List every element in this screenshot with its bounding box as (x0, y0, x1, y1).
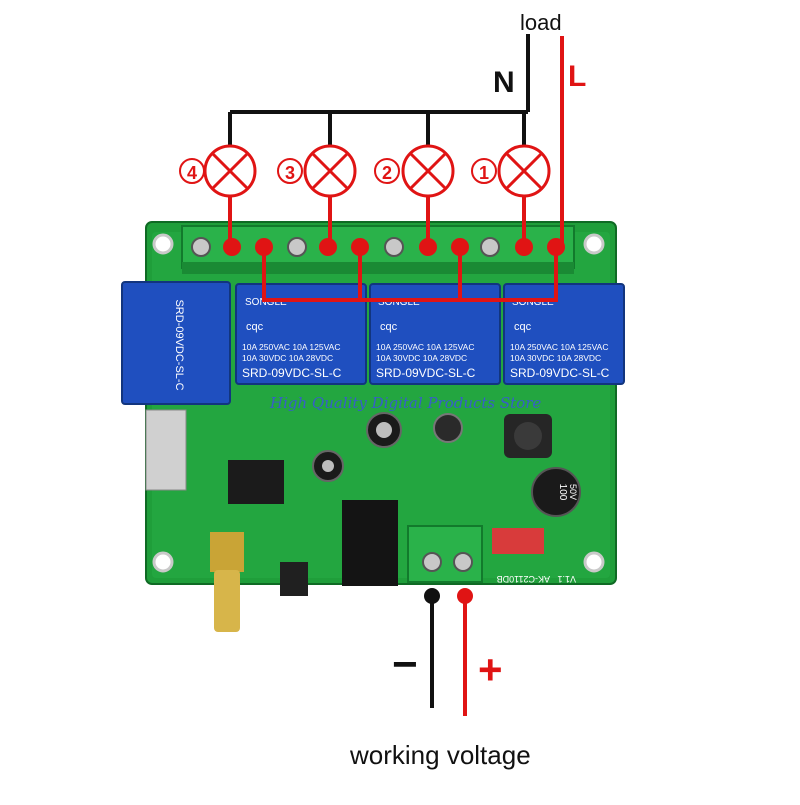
relay-k2 (235, 283, 367, 385)
relay-rating-2: 10A 30VDC 10A 28VDC (376, 353, 467, 363)
relay-mark: cqc (380, 321, 398, 333)
watermark: High Quality Digital Products Store (270, 394, 542, 412)
red-terminal-dots (223, 238, 565, 604)
cap-voltage: 50V (568, 484, 578, 500)
board-version: V1.1 (557, 574, 576, 584)
lamp-4 (203, 144, 257, 198)
antenna-connector (210, 532, 244, 572)
relay-brand: SONGLE (378, 297, 420, 308)
dc-jack (342, 500, 398, 586)
positive-label: + (478, 646, 503, 693)
relay-rating-1: 10A 250VAC 10A 125VAC (376, 342, 474, 352)
relay-rating-2: 10A 30VDC 10A 28VDC (510, 353, 601, 363)
capacitor-4 (433, 413, 463, 443)
relay-k1-side: SRD-09VDC-SL-C (121, 281, 231, 405)
relay-labels: SONGLE SONGLE SONGLE cqc cqc cqc 10A 250… (242, 297, 610, 380)
mounting-holes (152, 233, 605, 573)
relay-brand: SONGLE (245, 297, 287, 308)
relay-k3 (369, 283, 501, 385)
neutral-label: N (493, 66, 515, 99)
relay-k4 (503, 283, 625, 385)
output-terminal-strip (181, 225, 575, 274)
relay-rating-1: 10A 250VAC 10A 125VAC (510, 342, 608, 352)
board-components: 100 50V AK-C2110DB V1.1 (145, 409, 581, 632)
relay-mark: cqc (246, 321, 264, 333)
lamp-3 (303, 144, 357, 198)
rf-module (145, 409, 187, 491)
sma-antenna (214, 570, 240, 632)
terminal-screws (191, 237, 500, 257)
push-button (280, 562, 308, 596)
relay-brand: SONGLE (512, 297, 554, 308)
relay-model: SRD-09VDC-SL-C (510, 366, 610, 380)
capacitor-3 (531, 467, 581, 517)
lamp-number-1: 1 (471, 158, 497, 184)
relay-side-model: SRD-09VDC-SL-C (173, 299, 185, 390)
lamp-number-4: 4 (179, 158, 205, 184)
fuse (492, 528, 544, 554)
board-model: AK-C2110DB (497, 574, 550, 584)
neutral-wiring (228, 34, 530, 708)
live-label: L (568, 60, 587, 93)
relay-model: SRD-09VDC-SL-C (242, 366, 342, 380)
load-label: load (520, 10, 562, 35)
power-terminal (407, 525, 483, 583)
live-common-bus (262, 246, 558, 302)
relay-rating-1: 10A 250VAC 10A 125VAC (242, 342, 340, 352)
relay-mark: cqc (514, 321, 532, 333)
relay-rating-2: 10A 30VDC 10A 28VDC (242, 353, 333, 363)
lamp-number-2: 2 (374, 158, 400, 184)
cap-value: 100 (557, 484, 568, 501)
lamp-2 (401, 144, 455, 198)
working-voltage-label: working voltage (350, 740, 531, 770)
relay-model: SRD-09VDC-SL-C (376, 366, 476, 380)
black-terminal-dot (424, 588, 440, 604)
ic-chip (228, 460, 284, 504)
negative-label: − (392, 640, 418, 689)
lamp-number-3: 3 (277, 158, 303, 184)
lamp-1 (497, 144, 551, 198)
